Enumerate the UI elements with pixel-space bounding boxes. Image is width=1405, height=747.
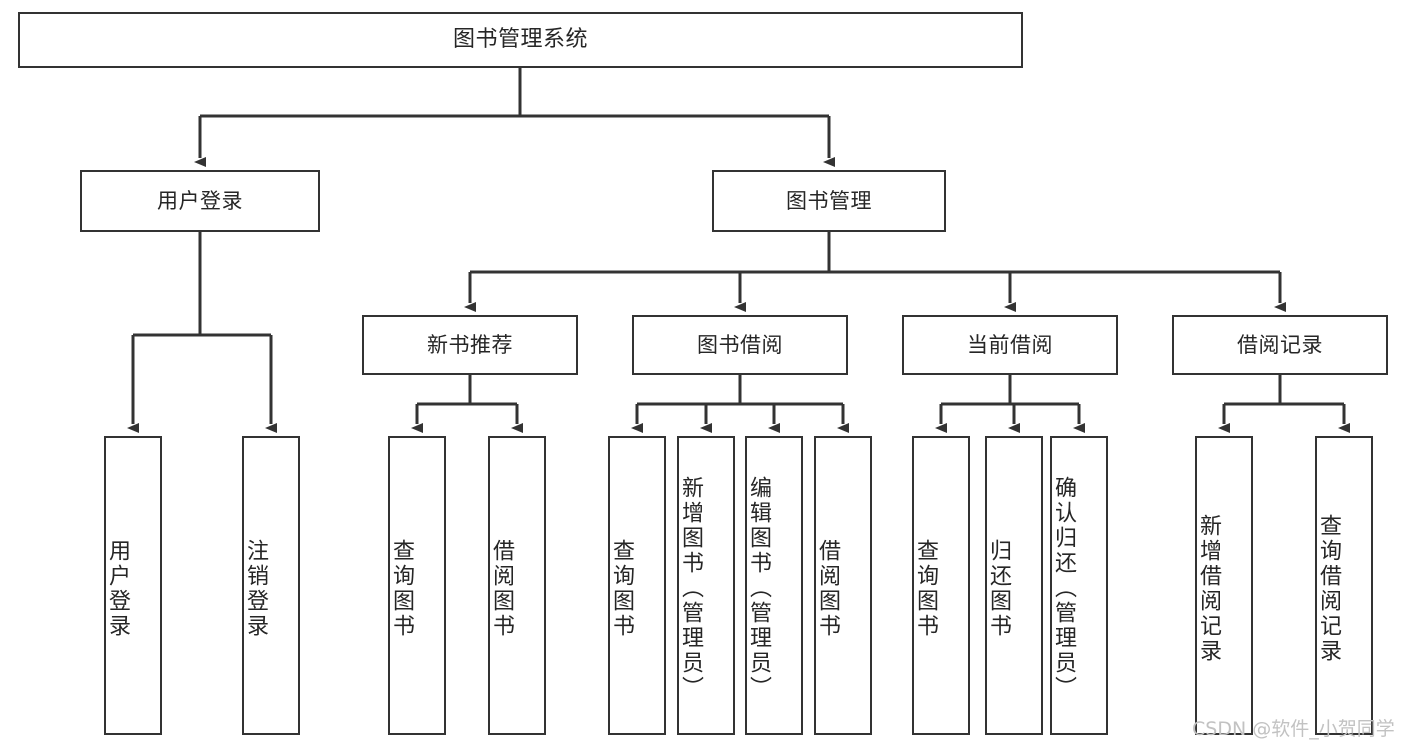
node-leaf_edit_book[interactable]: 编辑图书（管理员） <box>745 436 803 735</box>
node-new_book_rec-label: 新书推荐 <box>427 332 513 357</box>
node-leaf_borrow_book_1[interactable]: 借阅图书 <box>488 436 546 735</box>
node-leaf_add_book-label: 新增图书（管理员） <box>678 476 703 701</box>
node-leaf_query_book_3-label: 查询图书 <box>913 538 938 639</box>
node-leaf_add_book[interactable]: 新增图书（管理员） <box>677 436 735 735</box>
node-leaf_user_login-label: 用户登录 <box>105 538 130 639</box>
node-leaf_edit_book-label: 编辑图书（管理员） <box>746 476 771 701</box>
node-leaf_confirm_return[interactable]: 确认归还（管理员） <box>1050 436 1108 735</box>
node-book_borrow-label: 图书借阅 <box>697 332 783 357</box>
node-leaf_query_book_1[interactable]: 查询图书 <box>388 436 446 735</box>
watermark: CSDN @软件_小贺同学 <box>1192 718 1395 740</box>
node-leaf_query_book_2[interactable]: 查询图书 <box>608 436 666 735</box>
node-leaf_borrow_book_2-label: 借阅图书 <box>815 538 840 639</box>
node-leaf_query_book_2-label: 查询图书 <box>609 538 634 639</box>
node-leaf_confirm_return-label: 确认归还（管理员） <box>1051 476 1076 701</box>
node-book_mgmt-label: 图书管理 <box>786 188 872 213</box>
node-user_login[interactable]: 用户登录 <box>80 170 320 232</box>
node-root-label: 图书管理系统 <box>452 27 588 53</box>
node-leaf_add_record-label: 新增借阅记录 <box>1196 513 1221 664</box>
node-root[interactable]: 图书管理系统 <box>18 12 1023 68</box>
node-book_mgmt[interactable]: 图书管理 <box>712 170 946 232</box>
node-book_borrow[interactable]: 图书借阅 <box>632 315 848 375</box>
node-leaf_add_record[interactable]: 新增借阅记录 <box>1195 436 1253 735</box>
node-leaf_query_book_3[interactable]: 查询图书 <box>912 436 970 735</box>
node-borrow_record[interactable]: 借阅记录 <box>1172 315 1388 375</box>
node-leaf_logout[interactable]: 注销登录 <box>242 436 300 735</box>
node-new_book_rec[interactable]: 新书推荐 <box>362 315 578 375</box>
node-leaf_query_record-label: 查询借阅记录 <box>1316 513 1341 664</box>
node-leaf_query_record[interactable]: 查询借阅记录 <box>1315 436 1373 735</box>
node-borrow_record-label: 借阅记录 <box>1237 332 1323 357</box>
node-leaf_return_book[interactable]: 归还图书 <box>985 436 1043 735</box>
node-leaf_user_login[interactable]: 用户登录 <box>104 436 162 735</box>
node-leaf_logout-label: 注销登录 <box>243 538 268 639</box>
node-user_login-label: 用户登录 <box>157 188 243 213</box>
node-leaf_borrow_book_1-label: 借阅图书 <box>489 538 514 639</box>
node-current_borrow-label: 当前借阅 <box>967 332 1053 357</box>
node-leaf_return_book-label: 归还图书 <box>986 538 1011 639</box>
node-leaf_query_book_1-label: 查询图书 <box>389 538 414 639</box>
node-current_borrow[interactable]: 当前借阅 <box>902 315 1118 375</box>
node-leaf_borrow_book_2[interactable]: 借阅图书 <box>814 436 872 735</box>
